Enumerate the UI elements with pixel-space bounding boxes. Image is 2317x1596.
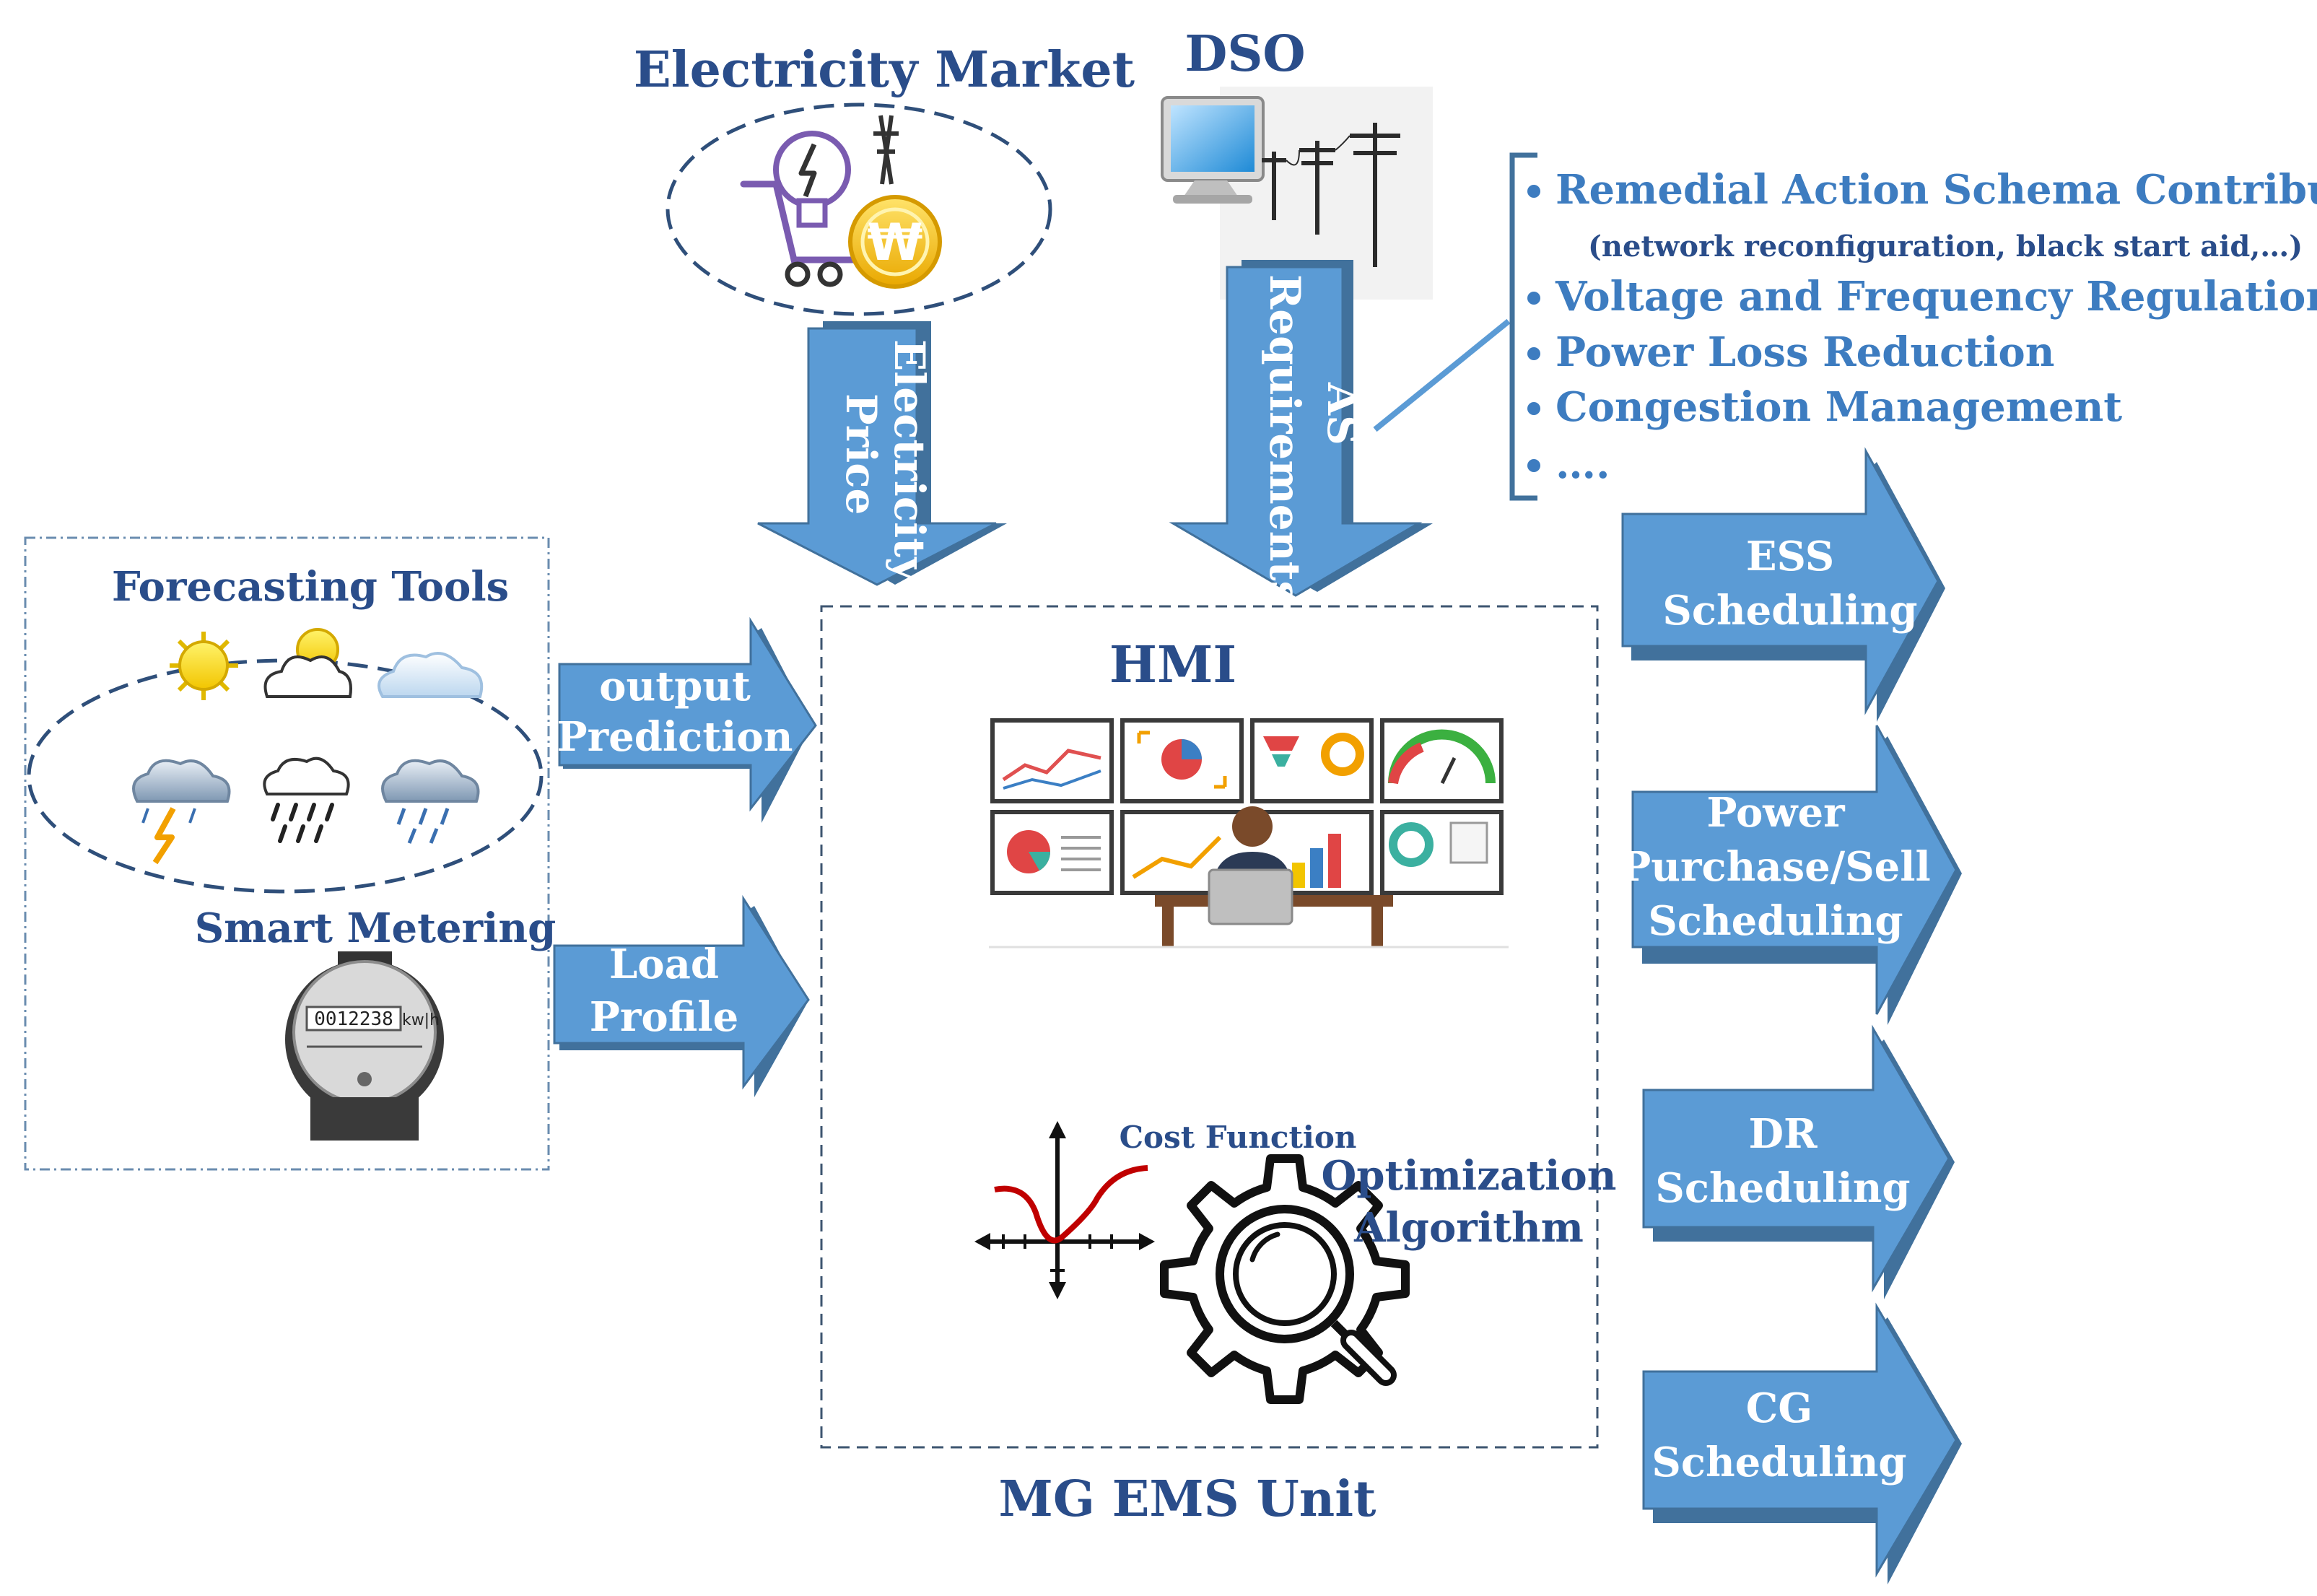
coin-icon: ₩: [848, 195, 942, 289]
gear-magnifier-icon: [1160, 1154, 1410, 1404]
electricity-market-group: Electricity Market ₩: [634, 41, 1135, 316]
cg-label-2: Scheduling: [1651, 1439, 1906, 1486]
power-label-1: Power: [1706, 789, 1846, 837]
as-label-1: AS: [1318, 382, 1367, 445]
service-item-5: ….: [1555, 440, 1610, 488]
svg-text:₩: ₩: [867, 213, 922, 272]
cg-scheduling-arrow: CG Scheduling: [1642, 1302, 1962, 1584]
as-requirements-arrow: AS Requirements: [1169, 260, 1433, 604]
forecasting-tools-title: Forecasting Tools: [112, 563, 509, 611]
dso-group: DSO: [1161, 25, 1433, 300]
power-purchase-sell-scheduling-arrow: Power Purchase/Sell Scheduling: [1620, 725, 1962, 1025]
power-label-3: Scheduling: [1648, 897, 1903, 945]
ancillary-services-list: Remedial Action Schema Contribution (net…: [1509, 152, 2317, 501]
heavy-rain-icon: [381, 759, 480, 844]
service-item-4: Congestion Management: [1555, 383, 2122, 431]
optimization-label-2: Algorithm: [1353, 1204, 1584, 1252]
load-label-1: Load: [609, 941, 719, 988]
ess-scheduling-arrow: ESS Scheduling: [1621, 447, 1945, 722]
cg-label-1: CG: [1746, 1384, 1812, 1432]
service-item-1-sub: (network reconfiguration, black start ai…: [1588, 230, 2303, 263]
computer-monitor-icon: [1161, 96, 1265, 204]
partly-cloudy-icon: [263, 628, 352, 698]
load-profile-arrow: Load Profile: [553, 894, 810, 1097]
input-tools-box: Forecasting Tools: [24, 536, 557, 1171]
forecasting-ellipse: [27, 658, 544, 894]
load-label-2: Profile: [590, 993, 739, 1041]
power-poles-icon: [1262, 123, 1400, 267]
electricity-price-arrow: Electricity Price: [757, 321, 1007, 586]
service-item-1: Remedial Action Schema Contribution: [1555, 166, 2317, 214]
electricity-market-title: Electricity Market: [634, 41, 1135, 99]
mg-ems-unit-box: HMI: [820, 605, 1617, 1449]
cost-function-plot-icon: [974, 1121, 1155, 1299]
services-connector-line: [1373, 318, 1511, 432]
dr-label-2: Scheduling: [1655, 1164, 1910, 1212]
thunderstorm-icon: [132, 759, 231, 865]
electricity-price-label-1: Electricity: [885, 339, 934, 583]
hmi-title: HMI: [1109, 635, 1236, 694]
cost-function-label: Cost Function: [1120, 1120, 1357, 1155]
dr-scheduling-arrow: DR Scheduling: [1642, 1024, 1955, 1299]
ess-label-1: ESS: [1746, 533, 1834, 580]
electricity-price-label-2: Price: [837, 393, 886, 515]
cloud-icon: [378, 652, 484, 698]
smart-meter-icon: 0012238 kw|h: [285, 951, 444, 1141]
as-label-2: Requirements: [1260, 274, 1309, 604]
output-label-2: Prediction: [557, 713, 793, 761]
dso-title: DSO: [1184, 25, 1305, 83]
rain-icon: [263, 756, 350, 843]
sun-icon: [170, 632, 238, 700]
ess-label-2: Scheduling: [1662, 587, 1917, 635]
hmi-dashboard-icon: [989, 718, 1509, 949]
service-item-3: Power Loss Reduction: [1555, 328, 2054, 376]
meter-unit: kw|h: [402, 1011, 440, 1029]
dr-label-1: DR: [1748, 1110, 1818, 1158]
mg-ems-unit-title: MG EMS Unit: [999, 1470, 1376, 1528]
market-ellipse: [666, 103, 1052, 316]
optimization-label-1: Optimization: [1322, 1152, 1617, 1200]
service-item-2: Voltage and Frequency Regulation: [1555, 273, 2317, 320]
power-label-2: Purchase/Sell: [1620, 843, 1931, 891]
output-prediction-arrow: output Prediction: [557, 616, 817, 823]
smart-metering-title: Smart Metering: [195, 904, 557, 952]
transmission-tower-icon: [873, 115, 899, 185]
output-label-1: output: [599, 663, 751, 710]
meter-digits: 0012238: [314, 1008, 393, 1030]
